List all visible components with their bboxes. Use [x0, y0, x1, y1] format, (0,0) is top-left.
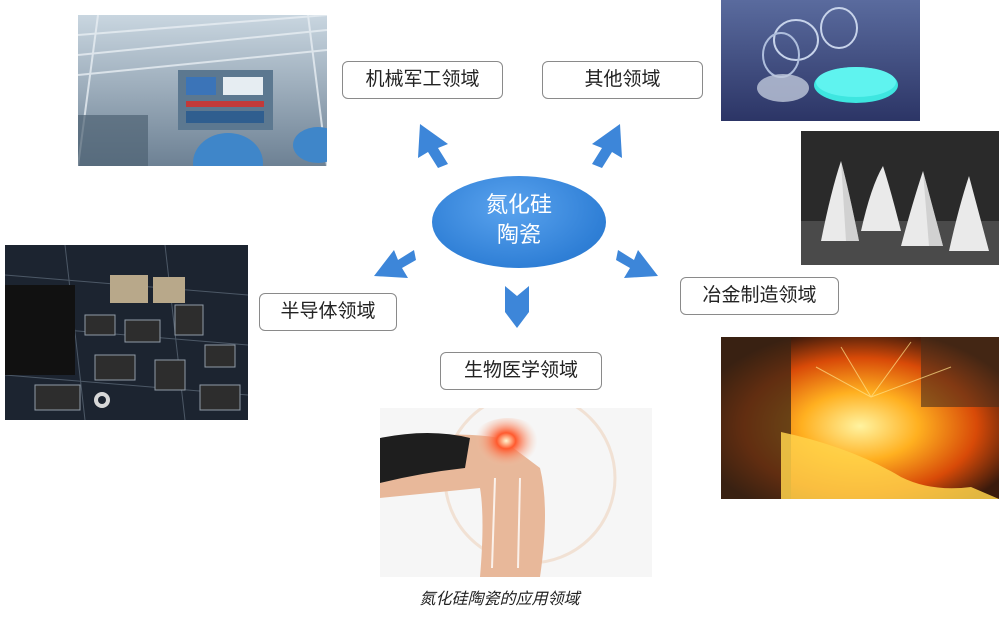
knee-joint-photo [380, 408, 652, 577]
arrow-to-mechanical-icon [418, 124, 448, 168]
arrow-to-metallurgy-icon [616, 250, 658, 278]
field-mechanical: 机械军工领域 [342, 61, 503, 99]
arrow-to-biomedical-icon [505, 286, 529, 328]
circuit-board-photo [5, 245, 248, 420]
machinery-photo [78, 15, 327, 166]
ceramic-discs-photo [721, 0, 920, 121]
field-metallurgy: 冶金制造领域 [680, 277, 839, 315]
field-semiconductor: 半导体领域 [259, 293, 397, 331]
ceramic-cones-photo [801, 131, 999, 265]
field-other: 其他领域 [542, 61, 703, 99]
center-node-line2: 陶瓷 [496, 223, 541, 248]
molten-metal-photo [721, 337, 999, 499]
arrow-to-other-icon [592, 124, 622, 168]
field-biomedical: 生物医学领域 [440, 352, 602, 390]
arrow-to-semiconductor-icon [374, 250, 416, 278]
figure-caption: 氮化硅陶瓷的应用领域 [419, 589, 580, 608]
center-node: 氮化硅 陶瓷 [432, 176, 606, 268]
center-node-line1: 氮化硅 [485, 193, 552, 218]
